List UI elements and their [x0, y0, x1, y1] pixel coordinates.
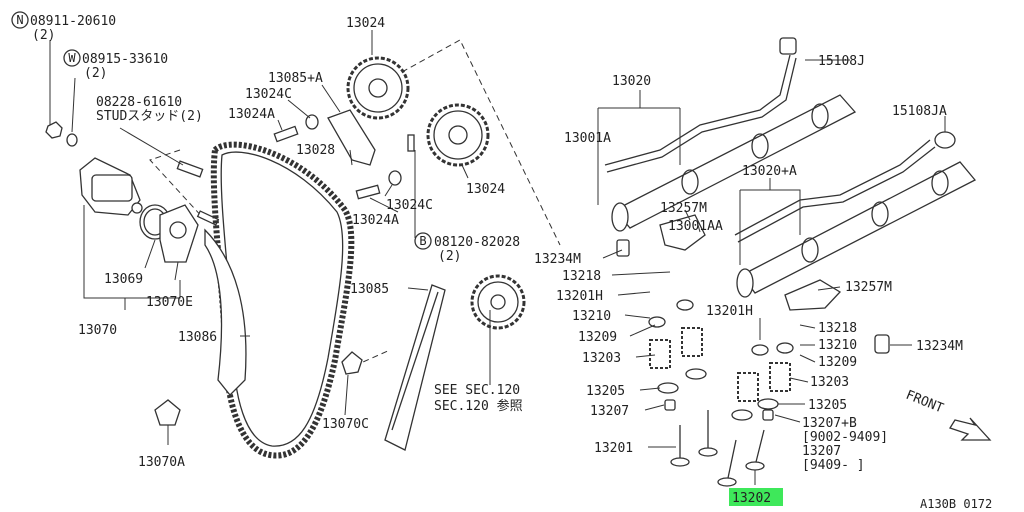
spring-retainers-and-seats	[648, 299, 794, 421]
label-ref-code: A130B 0172	[920, 497, 992, 511]
tension-guide	[384, 284, 446, 451]
label-13207b: 13207+B	[802, 416, 857, 431]
label-13257m-right: 13257M	[845, 280, 892, 295]
dashed-reference-lines	[149, 39, 561, 371]
label-13203-left: 13203	[582, 351, 621, 366]
label-13070a: 13070A	[138, 455, 185, 470]
front-direction-arrow	[949, 417, 992, 441]
label-13024-top: 13024	[346, 16, 385, 31]
label-13207b-range: [9002-9409]	[802, 430, 888, 445]
label-13070: 13070	[78, 323, 117, 338]
label-see-sec-1: SEE SEC.120	[434, 383, 520, 398]
label-13202: 13202	[732, 491, 771, 506]
label-13085a: 13085+A	[268, 71, 323, 86]
label-13218-right: 13218	[818, 321, 857, 336]
circled-w-text: W	[68, 51, 76, 65]
valve-stem-seals	[664, 399, 774, 421]
label-see-sec-2: SEC.120 参照	[434, 398, 523, 414]
valves	[670, 410, 765, 487]
label-13020a: 13020+A	[742, 164, 797, 179]
label-13207-left: 13207	[590, 404, 629, 419]
circled-letter-w: W	[63, 49, 81, 67]
circled-n-text: N	[16, 13, 23, 27]
camshaft-upper	[611, 94, 857, 232]
label-08915: 08915-33610	[82, 52, 168, 67]
chain-tensioner-assembly	[79, 157, 143, 216]
label-13086: 13086	[178, 330, 217, 345]
oil-pipe-15108j	[604, 37, 797, 173]
label-13020: 13020	[612, 74, 651, 89]
label-08915-qty: (2)	[84, 66, 107, 81]
label-08911-qty: (2)	[32, 28, 55, 43]
label-13024a-top: 13024A	[228, 107, 275, 122]
label-08911: 08911-20610	[30, 14, 116, 29]
label-13201h-left: 13201H	[556, 289, 603, 304]
label-13205-right: 13205	[808, 398, 847, 413]
valve-springs	[649, 327, 791, 402]
camshaft-sprocket-lower	[426, 103, 490, 167]
slack-guide	[204, 228, 247, 396]
label-13024c-mid: 13024C	[386, 198, 433, 213]
label-13210-left: 13210	[572, 309, 611, 324]
leader-lines	[49, 30, 946, 485]
label-15108j: 15108J	[818, 54, 865, 69]
nut-and-washer	[45, 121, 78, 147]
label-13209-right: 13209	[818, 355, 857, 370]
circled-b-text: B	[419, 234, 426, 248]
label-08120-qty: (2)	[438, 249, 461, 264]
highlight-13202	[729, 488, 783, 506]
part-labels: 08911-20610 (2) 08915-33610 (2) 08228-61…	[30, 14, 992, 511]
circled-letter-n: N	[11, 11, 29, 29]
label-13024c-top: 13024C	[245, 87, 292, 102]
bolts-and-washers	[273, 114, 415, 200]
label-13257m-top: 13257M	[660, 201, 707, 216]
label-13203-right: 13203	[810, 375, 849, 390]
label-13070c: 13070C	[322, 417, 369, 432]
label-13201h-right: 13201H	[706, 304, 753, 319]
label-13207: 13207	[802, 444, 841, 459]
label-front: FRONT	[904, 388, 946, 417]
label-13024a-mid: 13024A	[352, 213, 399, 228]
label-13209-left: 13209	[578, 330, 617, 345]
camshaft-sprocket-upper	[346, 56, 410, 120]
oil-pipe-15108ja	[734, 131, 956, 243]
label-13234m-left: 13234M	[534, 252, 581, 267]
label-13070e: 13070E	[146, 295, 193, 310]
label-08228-sub: STUDスタッド(2)	[96, 109, 203, 124]
tensioner-gasket	[159, 204, 199, 263]
label-13001aa: 13001AA	[668, 219, 723, 234]
label-13001a: 13001A	[564, 131, 611, 146]
label-13069: 13069	[104, 272, 143, 287]
label-08120: 08120-82028	[434, 235, 520, 250]
idler-sprocket	[470, 274, 526, 330]
label-13205-left: 13205	[586, 384, 625, 399]
chain-guide-pins	[154, 351, 363, 426]
camshaft-lower	[736, 161, 977, 298]
circled-letter-b: B	[414, 232, 432, 250]
label-13207-range: [9409- ]	[802, 458, 865, 473]
label-13201: 13201	[594, 441, 633, 456]
label-08228: 08228-61610	[96, 95, 182, 110]
cam-brackets	[659, 214, 842, 311]
label-13028: 13028	[296, 143, 335, 158]
label-13024-right: 13024	[466, 182, 505, 197]
label-15108ja: 15108JA	[892, 104, 947, 119]
chain-guide-bracket	[327, 109, 376, 166]
label-13218-left: 13218	[562, 269, 601, 284]
label-13234m-right: 13234M	[916, 339, 963, 354]
hydraulic-lifters	[616, 239, 890, 354]
label-13085: 13085	[350, 282, 389, 297]
label-13210-right: 13210	[818, 338, 857, 353]
